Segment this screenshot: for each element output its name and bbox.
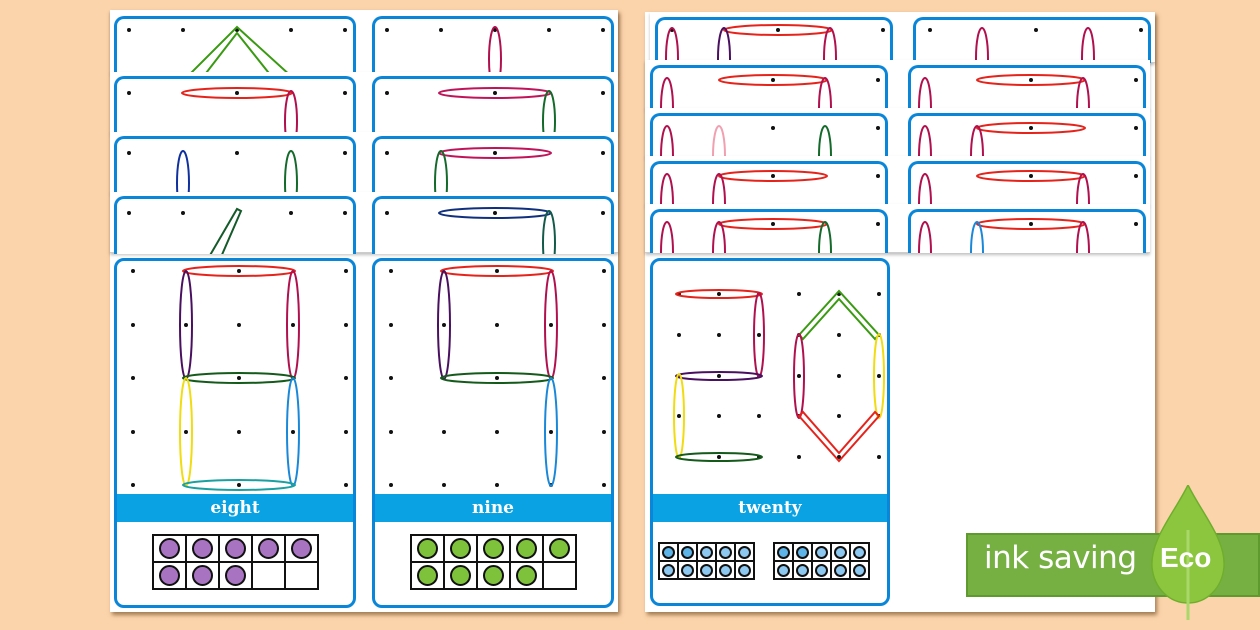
counter [549,538,570,559]
number-card-eight: eight [114,258,356,608]
counter [700,545,713,559]
strip-card [372,196,614,254]
strip-card [650,65,888,109]
card-strip-row-1 [650,12,1155,63]
geoboard-eight [131,265,348,491]
counter [450,565,471,586]
counter [516,538,537,559]
counter [516,565,537,586]
counter [159,538,180,559]
strip-card [372,16,614,74]
counter [700,563,713,577]
counter [192,538,213,559]
counter [834,563,847,577]
strip-card [908,161,1146,205]
card-strip-row-1 [110,10,618,74]
strip-card [908,65,1146,109]
counter [853,563,866,577]
counter [834,545,847,559]
counter [483,565,504,586]
counter [815,545,828,559]
counter [738,563,751,577]
geoboard-nine [389,265,606,487]
strip-card [913,17,1151,63]
strip-card [908,113,1146,157]
counter [258,538,279,559]
card-strip-row-2 [645,60,1150,109]
counter [681,545,694,559]
ten-frame [410,534,577,590]
counter [662,563,675,577]
counter [777,563,790,577]
counter [796,563,809,577]
strip-card [372,136,614,194]
counter [681,563,694,577]
counter [159,565,180,586]
strip-card [114,196,356,254]
eco-label: Eco [1160,542,1212,573]
counter [483,538,504,559]
counter [719,545,732,559]
counter [417,565,438,586]
eco-leaf-icon [1151,485,1225,620]
strip-card [908,209,1146,253]
strip-card [114,16,356,74]
counter [815,563,828,577]
card-strip-row-5 [645,204,1150,253]
strip-card [114,76,356,134]
counter [796,545,809,559]
counter [662,545,675,559]
number-word-label: nine [375,494,611,522]
card-strip-row-4 [645,156,1150,205]
counter [225,565,246,586]
strip-card [650,113,888,157]
strip-card [655,17,893,63]
counter [719,563,732,577]
card-strip-row-3 [110,132,618,194]
strip-card [650,161,888,205]
card-strip-row-2 [110,72,618,134]
card-strip-row-3 [645,108,1150,157]
geoboard-twenty [673,289,885,463]
card-strip-row-4 [110,192,618,254]
counter [853,545,866,559]
counter [738,545,751,559]
ten-frame-right [773,542,870,580]
counter [417,538,438,559]
ink-saving-text: ink saving [984,540,1137,576]
counter [291,538,312,559]
number-card-twenty: twenty [650,258,890,606]
counter [777,545,790,559]
right-worksheet: twenty [645,12,1155,612]
counter [225,538,246,559]
ten-frame-left [658,542,755,580]
strip-card [650,209,888,253]
number-word-label: twenty [653,494,887,522]
number-word-label: eight [117,494,353,522]
counter [450,538,471,559]
strip-card [372,76,614,134]
left-worksheet: eight nine [110,10,618,612]
number-card-nine: nine [372,258,614,608]
counter [192,565,213,586]
strip-card [114,136,356,194]
ten-frame [152,534,319,590]
